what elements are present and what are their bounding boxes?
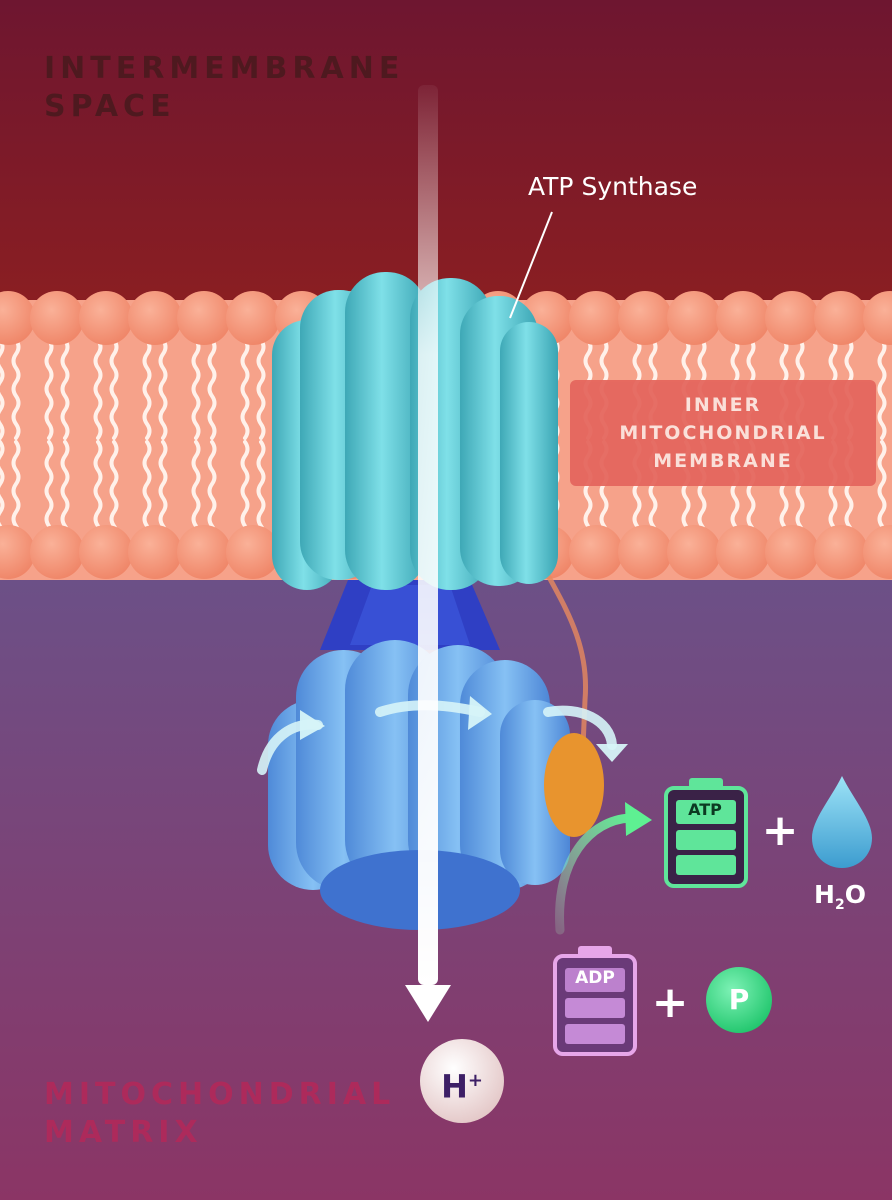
lipid-tail: [142, 440, 152, 542]
proton-arrowhead: [405, 985, 451, 1022]
proton-superscript: +: [467, 1070, 483, 1091]
lipid-head: [569, 291, 623, 345]
lipid-tail: [11, 338, 21, 440]
lipid-tail: [93, 338, 103, 440]
intermembrane-space-bg: [0, 0, 892, 300]
lipid-tail: [93, 440, 103, 542]
lipid-head: [79, 291, 133, 345]
lipid-tail: [240, 440, 250, 542]
adp-battery-icon: [553, 946, 637, 1056]
lipid-tail: [256, 440, 266, 542]
lipid-tail: [109, 440, 119, 542]
mitochondrial-matrix-label: MITOCHONDRIAL MATRIX: [44, 1077, 396, 1150]
lipid-tail: [877, 440, 887, 542]
lipid-head: [716, 525, 770, 579]
lipid-tail: [256, 338, 266, 440]
lipid-head: [667, 291, 721, 345]
lipid-head: [128, 525, 182, 579]
lipid-tail: [191, 338, 201, 440]
lipid-tail: [207, 338, 217, 440]
water-subscript: 2: [834, 897, 845, 913]
lipid-tail: [60, 440, 70, 542]
atps-leader-line: [509, 211, 553, 319]
lipid-tail: [109, 338, 119, 440]
lipid-tail: [158, 440, 168, 542]
lipid-head: [0, 525, 35, 579]
atp-label: ATP: [688, 800, 722, 819]
lipid-head: [765, 291, 819, 345]
central-stalk-shade: [350, 585, 470, 645]
proton-shaft: [418, 85, 438, 985]
lipid-tail: [207, 440, 217, 542]
phosphate-label: P: [728, 983, 750, 1016]
water-tail: O: [844, 880, 866, 909]
lipid-head: [177, 291, 231, 345]
water-base: H: [814, 880, 835, 909]
peripheral-subunit: [544, 733, 604, 837]
lipid-head: [667, 525, 721, 579]
lipid-head: [226, 525, 280, 579]
lipid-tail: [240, 338, 250, 440]
lipid-tail: [44, 440, 54, 542]
lipid-head: [30, 291, 84, 345]
proton-base: H: [441, 1067, 468, 1106]
lipid-tail: [11, 440, 21, 542]
lipid-head: [765, 525, 819, 579]
lipid-head: [128, 291, 182, 345]
lipid-head: [618, 525, 672, 579]
plus-sign-atp-water: +: [761, 805, 799, 856]
lipid-head: [863, 525, 892, 579]
lipid-head: [814, 291, 868, 345]
atp-synthase-label: ATP Synthase: [528, 172, 698, 201]
lipid-head: [30, 525, 84, 579]
water-label: H2O: [800, 880, 880, 913]
lipid-tail: [44, 338, 54, 440]
lipid-head: [79, 525, 133, 579]
water-droplet-icon: [812, 776, 872, 868]
lipid-tail: [191, 440, 201, 542]
synthesis-arrow: [555, 813, 635, 935]
plus-sign-adp-phosphate: +: [651, 977, 689, 1028]
proton-icon: [420, 1039, 504, 1123]
lipid-tail: [158, 338, 168, 440]
lipid-head: [618, 291, 672, 345]
f0-rotor: [272, 272, 558, 590]
lipid-tail: [60, 338, 70, 440]
lipid-head: [863, 291, 892, 345]
lipid-tail: [142, 338, 152, 440]
intermembrane-space-label: INTERMEMBRANE SPACE: [44, 51, 405, 124]
lipid-head: [814, 525, 868, 579]
phosphate-icon: [706, 967, 772, 1033]
atp-battery-icon: [664, 778, 748, 888]
proton-label: H+: [420, 1060, 504, 1108]
lipid-head: [716, 291, 770, 345]
inner-membrane-label-box: INNER MITOCHONDRIAL MEMBRANE: [570, 380, 876, 486]
adp-label: ADP: [575, 968, 615, 988]
lipid-head: [0, 291, 35, 345]
lipid-head: [177, 525, 231, 579]
lipid-head: [226, 291, 280, 345]
inner-membrane-label: INNER MITOCHONDRIAL MEMBRANE: [619, 394, 827, 472]
lipid-tail: [877, 338, 887, 440]
lipid-head: [569, 525, 623, 579]
